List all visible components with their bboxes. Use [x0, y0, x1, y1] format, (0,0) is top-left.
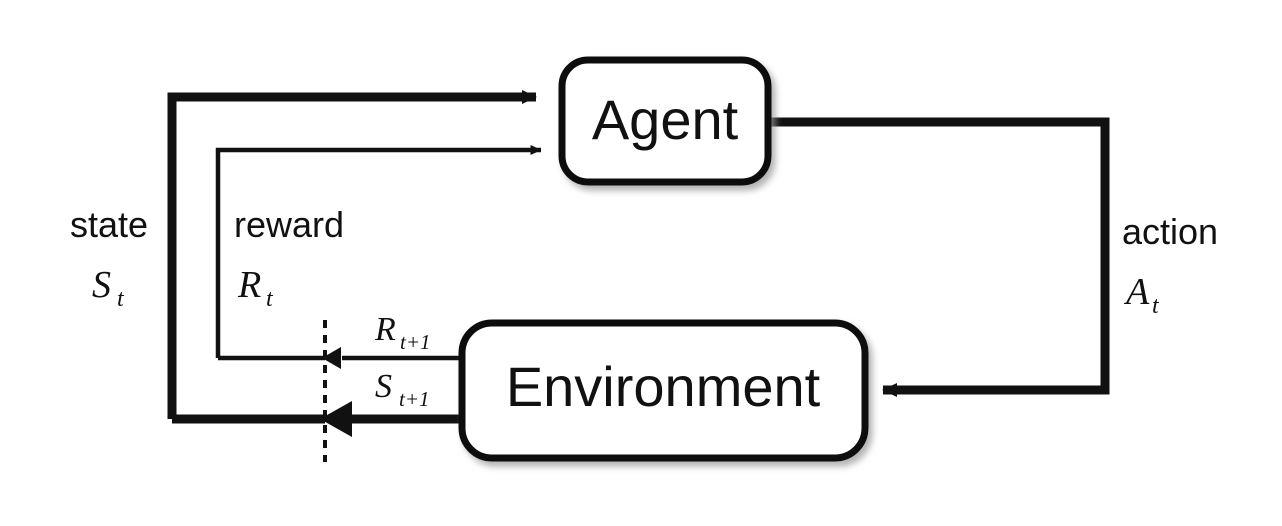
environment-box[interactable]	[458, 319, 869, 462]
state-word-label: state	[70, 204, 148, 245]
reward-feedback-line	[215, 145, 542, 358]
reward-symbol-base: R	[237, 264, 261, 306]
label-reward: reward R t	[234, 204, 344, 312]
action-line	[768, 117, 1110, 397]
edge-reward-feedback	[215, 145, 542, 358]
reward-symbol-subscript: t	[266, 286, 274, 312]
state-next-symbol-base: S	[375, 368, 392, 405]
state-emitted-arrowhead	[320, 401, 352, 437]
reward-next-symbol-subscript: t+1	[400, 330, 431, 354]
state-feedback-line	[167, 90, 537, 419]
edge-action	[768, 117, 1110, 397]
agent-box[interactable]	[558, 56, 772, 186]
environment-label: Environment	[506, 355, 821, 418]
reward-word-label: reward	[234, 204, 344, 245]
reward-emitted-arrowhead	[322, 347, 341, 369]
node-agent[interactable]: Agent	[558, 56, 772, 186]
edge-state-emitted	[320, 401, 462, 437]
action-symbol-base: A	[1123, 271, 1150, 313]
action-word-label: action	[1122, 211, 1218, 252]
edge-reward-emitted	[322, 347, 462, 369]
reward-next-symbol-base: R	[374, 311, 396, 348]
edge-state-feedback	[167, 90, 537, 419]
state-symbol-base: S	[92, 264, 111, 306]
agent-label: Agent	[592, 88, 739, 151]
state-next-symbol-subscript: t+1	[399, 387, 430, 411]
label-state: state S t	[70, 204, 148, 312]
label-reward-next: R t+1	[374, 311, 431, 354]
state-symbol-subscript: t	[117, 286, 125, 312]
action-symbol-subscript: t	[1152, 293, 1160, 319]
node-environment[interactable]: Environment	[458, 319, 869, 462]
label-action: action A t	[1122, 211, 1218, 319]
label-state-next: S t+1	[375, 368, 430, 411]
